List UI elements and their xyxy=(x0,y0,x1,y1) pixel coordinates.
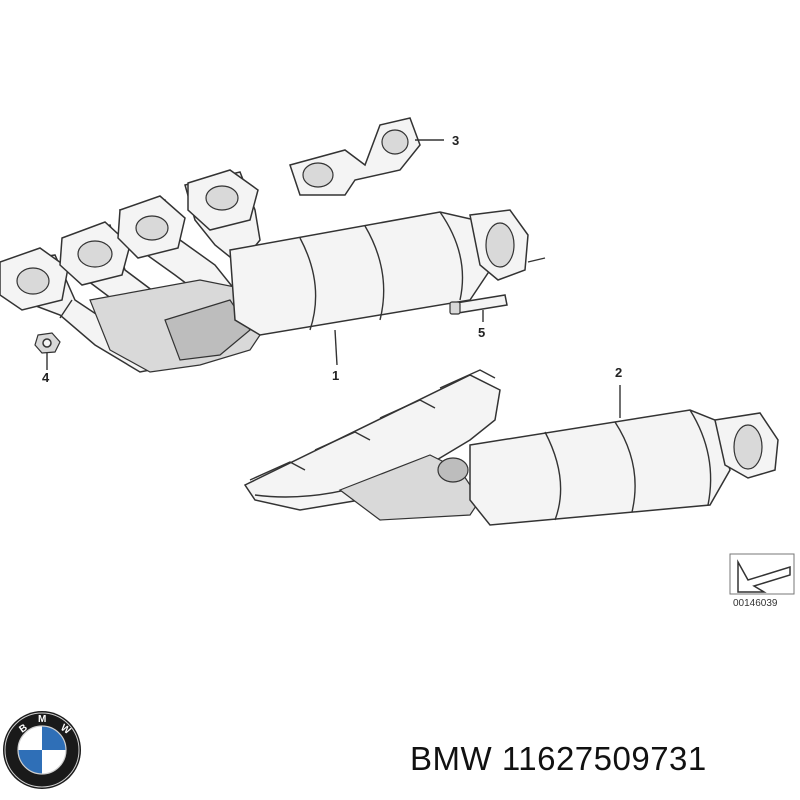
bmw-logo: B M W xyxy=(3,711,81,789)
callout-2: 2 xyxy=(615,365,623,380)
leader-lines xyxy=(46,139,621,418)
callout-3: 3 xyxy=(452,133,460,148)
caption-brand: BMW xyxy=(410,740,493,777)
part-4-nut xyxy=(34,332,61,354)
part-5-bolt xyxy=(449,294,508,315)
part-3-gasket xyxy=(289,117,421,196)
part-2-manifold-catalyst xyxy=(243,369,779,526)
callout-4: 4 xyxy=(42,370,50,385)
callout-5: 5 xyxy=(478,325,486,340)
reference-box-icon xyxy=(729,553,795,595)
manifold-flanges xyxy=(0,169,259,311)
part-1-manifold-catalyst xyxy=(0,169,546,373)
svg-text:M: M xyxy=(38,714,46,725)
part-caption: BMW 11627509731 xyxy=(410,740,707,778)
reference-code: 00146039 xyxy=(733,598,778,609)
caption-part-number: 11627509731 xyxy=(501,740,707,777)
callout-1: 1 xyxy=(332,368,340,383)
